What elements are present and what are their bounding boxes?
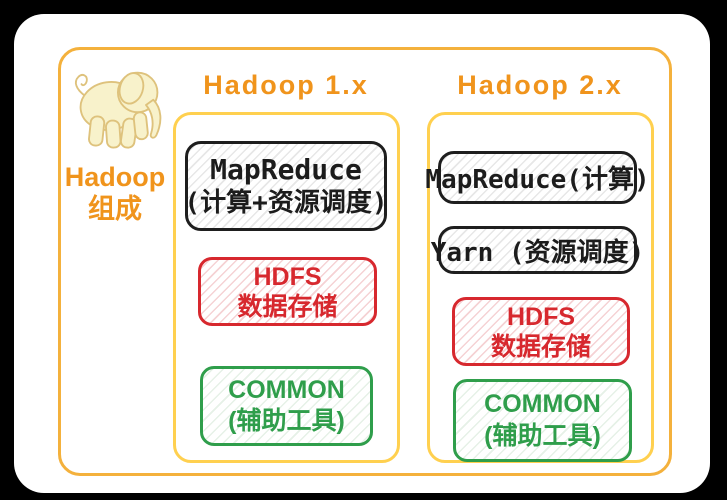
box-label: MapReduce(计算): [425, 165, 650, 195]
box-label: COMMON: [228, 375, 345, 404]
outer-frame: [58, 47, 672, 476]
box-label: MapReduce: [210, 153, 362, 187]
box-hdfs-1x: HDFS 数据存储: [198, 257, 377, 326]
box-mapreduce-2x: MapReduce(计算): [425, 151, 650, 204]
box-label: Yarn (资源调度): [430, 237, 645, 268]
box-common-1x: COMMON (辅助工具): [200, 366, 373, 446]
column-hadoop-2x: MapReduce(计算) Yarn (资源调度) HDFS 数据存储 COMM…: [425, 112, 654, 463]
column-header-hadoop-1x: Hadoop 1.x: [203, 70, 369, 100]
diagram-title: Hadoop 组成: [50, 161, 180, 226]
box-label: HDFS: [253, 262, 322, 291]
box-label: HDFS: [506, 302, 576, 331]
column-header-hadoop-2x: Hadoop 2.x: [457, 70, 623, 100]
column-hadoop-1x: MapReduce (计算+资源调度) HDFS 数据存储 COMMON (辅助…: [173, 112, 400, 463]
hadoop-elephant-icon: [74, 71, 162, 149]
box-sublabel: 数据存储: [237, 292, 338, 321]
diagram-title-line1: Hadoop: [64, 162, 166, 192]
box-sublabel: (辅助工具): [228, 407, 345, 435]
box-sublabel: (辅助工具): [484, 421, 601, 450]
box-mapreduce-1x: MapReduce (计算+资源调度): [185, 141, 387, 231]
box-common-2x: COMMON (辅助工具): [453, 379, 632, 462]
box-hdfs-2x: HDFS 数据存储: [452, 297, 630, 366]
box-yarn-2x: Yarn (资源调度): [431, 226, 644, 274]
diagram-title-line2: 组成: [88, 194, 142, 225]
box-sublabel: (计算+资源调度): [184, 188, 388, 219]
whiteboard: Hadoop 组成 Hadoop 1.x Hadoop 2.x MapReduc…: [14, 14, 710, 493]
box-label: COMMON: [484, 390, 601, 419]
box-sublabel: 数据存储: [490, 332, 591, 361]
